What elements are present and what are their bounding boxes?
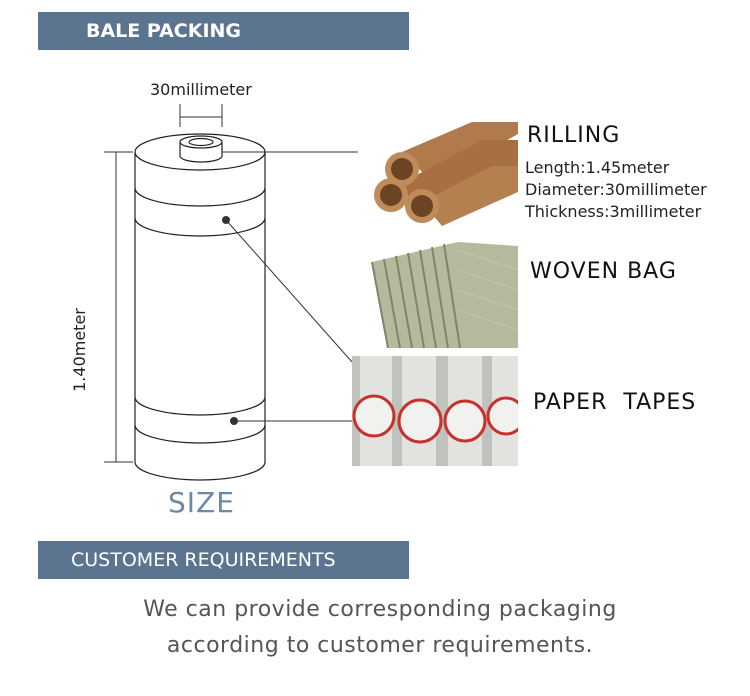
callout-dot-woven — [222, 216, 230, 224]
rilling-length-spec: Length:1.45meter — [525, 158, 670, 177]
bale-packing-banner: BALE PACKING — [38, 12, 409, 50]
top-dimension-bracket — [179, 104, 223, 127]
bale-cylinder — [134, 133, 266, 481]
callout-lines — [222, 151, 358, 422]
side-dimension-bracket — [104, 151, 133, 463]
description-line-1: We can provide corresponding packaging — [143, 597, 617, 622]
paper-tapes-title: PAPER TAPES — [533, 390, 697, 415]
tube-ends — [374, 152, 439, 223]
size-label: SIZE — [168, 486, 235, 519]
callout-dot-tapes — [230, 417, 238, 425]
bale-diagram — [104, 104, 358, 481]
woven-bag-title: WOVEN BAG — [530, 259, 677, 284]
woven-bags-photo — [358, 240, 518, 348]
rilling-thickness-spec: Thickness:3millimeter — [525, 202, 702, 221]
bag-stack-edges — [371, 243, 461, 348]
tape-roll-ends — [352, 394, 518, 444]
top-dimension-label: 30millimeter — [150, 80, 252, 99]
customer-requirements-banner: CUSTOMER REQUIREMENTS — [38, 541, 409, 579]
paper-tubes-photo — [372, 122, 518, 226]
rilling-title: RILLING — [527, 123, 621, 148]
description-line-2: according to customer requirements. — [166, 633, 594, 658]
paper-tapes-photo — [352, 356, 518, 466]
side-dimension-label: 1.40meter — [70, 308, 89, 392]
rilling-diameter-spec: Diameter:30millimeter — [525, 180, 707, 199]
